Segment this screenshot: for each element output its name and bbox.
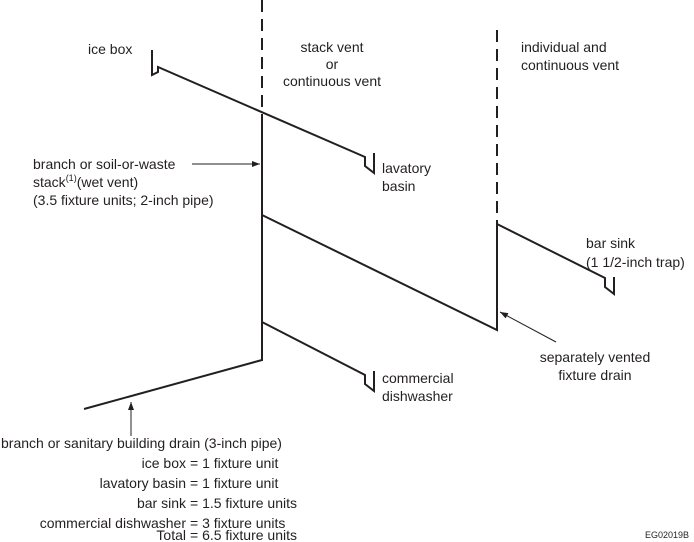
building-drain-label: branch or sanitary building drain (3-inc…	[1, 435, 282, 451]
figure-id: EG02019B	[645, 530, 689, 540]
stack-word: stack	[33, 174, 67, 190]
fixture-value: = 1.5 fixture units	[190, 495, 297, 511]
footnote-ref: (1)	[66, 173, 77, 183]
wet-vent: (wet vent)	[77, 174, 138, 190]
lavatory-label-2: basin	[382, 178, 415, 194]
fixture-name: lavatory basin	[100, 475, 186, 491]
fixture-total-value: = 6.5 fixture units	[190, 527, 297, 542]
separately-vented-arrow	[499, 311, 557, 343]
building-drain	[83, 359, 263, 410]
ice-box-label: ice box	[88, 41, 132, 57]
fixture-name: commercial dishwasher	[40, 515, 187, 531]
stack-vent-label: stack vent or continuous vent	[283, 39, 381, 89]
label-line: stack vent	[300, 39, 363, 55]
individual-vent-label-2: continuous vent	[521, 57, 619, 73]
fixture-name: bar sink	[137, 495, 187, 511]
label-line: continuous vent	[283, 73, 381, 89]
dishwasher-branch	[261, 321, 375, 394]
separately-vented-label-2: fixture drain	[558, 367, 631, 383]
fixture-value: = 1 fixture unit	[190, 475, 278, 491]
separately-vented-drain	[261, 214, 498, 332]
individual-vent-label-1: individual and	[521, 39, 607, 55]
bar-sink-label-2: (1 1/2-inch trap)	[586, 254, 685, 270]
lavatory-label-1: lavatory	[382, 160, 431, 176]
dishwasher-label-2: dishwasher	[382, 388, 453, 404]
fixture-name: ice box	[142, 455, 186, 471]
bar-sink-branch	[496, 223, 615, 297]
fixture-value: = 1 fixture unit	[190, 455, 278, 471]
label-line: or	[326, 56, 339, 72]
stack-label-2: stack(1)(wet vent)	[33, 173, 138, 190]
stack-label-1: branch or soil-or-waste	[33, 156, 176, 172]
separately-vented-label-1: separately vented	[540, 349, 651, 365]
bar-sink-label-1: bar sink	[586, 235, 636, 251]
fixture-value: = 3 fixture units	[190, 515, 285, 531]
fixture-unit-table: ice box = 1 fixture unit lavatory basin …	[40, 455, 297, 542]
stack-label-3: (3.5 fixture units; 2-inch pipe)	[33, 192, 214, 208]
fixture-total-name: Total	[156, 527, 186, 542]
dishwasher-label-1: commercial	[382, 370, 454, 386]
ice-box-lavatory-branch	[151, 50, 375, 176]
